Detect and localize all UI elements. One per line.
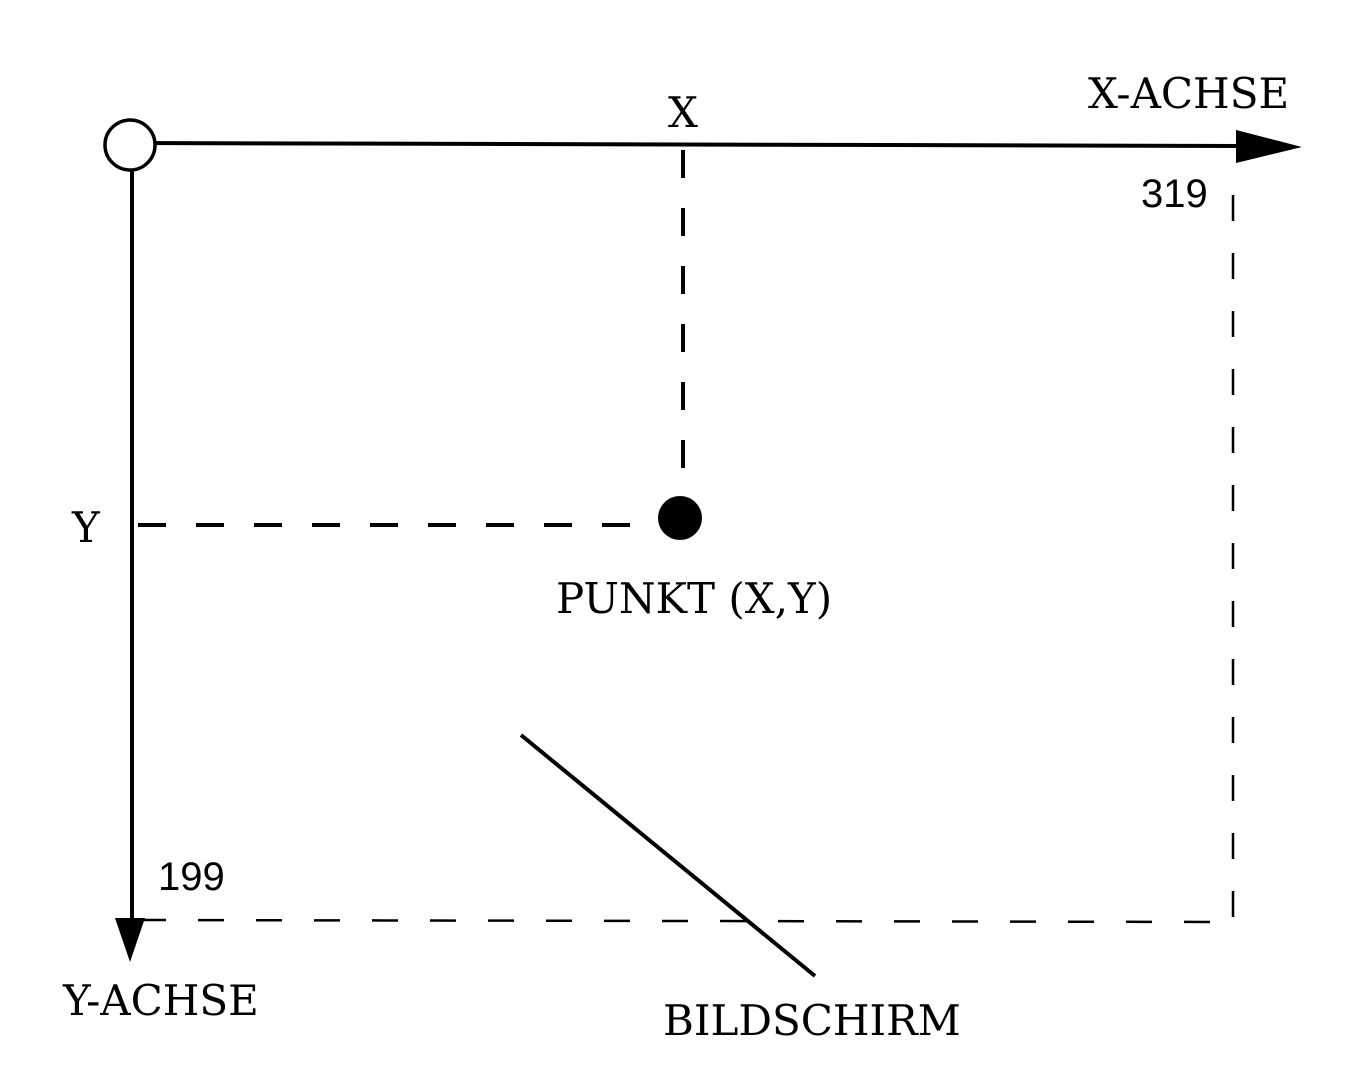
y-axis-arrowhead — [115, 918, 145, 962]
screen-pointer-line — [519, 733, 817, 978]
origin-circle — [103, 118, 157, 172]
y-label: Y — [71, 503, 101, 552]
x-axis-line — [129, 141, 1241, 148]
point-marker — [658, 496, 702, 540]
x-axis-label: X-ACHSE — [1088, 69, 1289, 118]
y-max-label: 199 — [158, 855, 225, 899]
screen-label: BILDSCHIRM — [663, 996, 961, 1045]
x-axis-arrowhead — [1236, 130, 1302, 163]
screen-bottom-border — [139, 918, 1234, 924]
x-max-label: 319 — [1141, 172, 1208, 216]
point-label: PUNKT (X,Y) — [556, 574, 832, 623]
x-label: X — [668, 88, 698, 137]
y-axis-label: Y-ACHSE — [62, 976, 259, 1025]
